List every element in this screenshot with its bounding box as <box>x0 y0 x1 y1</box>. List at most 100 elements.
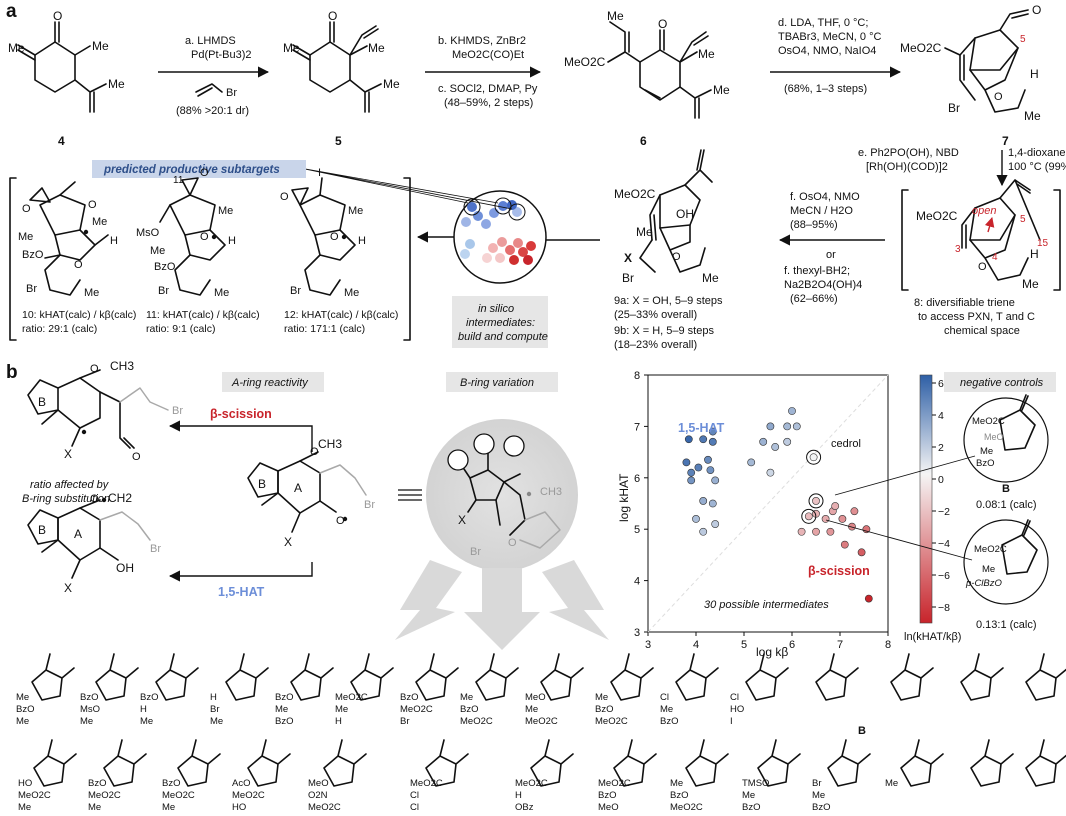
svg-text:H: H <box>1030 67 1039 81</box>
compound-5-label: 5 <box>335 134 342 148</box>
svg-text:Me: Me <box>108 77 125 91</box>
svg-text:CH3: CH3 <box>318 437 342 451</box>
x-tick-label: 4 <box>693 639 699 651</box>
library-ring-bonds <box>103 739 147 787</box>
compound-9b-label: 9b: X = H, 5–9 steps <box>614 325 714 337</box>
svg-text:Me: Me <box>1024 109 1041 123</box>
library-ring-bonds <box>95 653 139 701</box>
library-atom-label: MeO2C <box>88 790 121 801</box>
library-ring-bonds <box>155 653 199 701</box>
subtarget-11-label: 11: kHAT(calc) / kβ(calc) <box>146 309 260 321</box>
svg-text:X: X <box>284 535 292 549</box>
highlight-ring <box>801 508 817 524</box>
library-atom-label: MeO <box>598 802 619 813</box>
svg-text:Me: Me <box>698 47 715 61</box>
compound-5-structure: O Me Me Me <box>283 9 400 113</box>
svg-text:Me: Me <box>150 245 165 257</box>
library-ring-bonds <box>960 653 1004 701</box>
svg-text:CH3: CH3 <box>110 359 134 373</box>
negative-controls-label: negative controls <box>960 377 1044 389</box>
hat-product: O CH2 B A X OH Br <box>27 491 161 595</box>
library-ring-bonds <box>970 739 1014 787</box>
svg-text:Me: Me <box>982 564 995 575</box>
library-atom-label: Cl <box>730 692 739 703</box>
b-ring-title: B-ring variation <box>460 377 534 389</box>
library-ring-bonds <box>530 739 574 787</box>
library-compound <box>1025 739 1066 787</box>
library-compound <box>350 653 394 701</box>
callout-line-2 <box>825 519 973 561</box>
svg-text:Br: Br <box>290 285 301 297</box>
library-atom-label: MeO2C <box>595 716 628 727</box>
svg-text:A: A <box>294 481 302 495</box>
subtarget-11-ratio: ratio: 9:1 (calc) <box>146 323 215 335</box>
compound-8-label-2: to access PXN, T and C <box>918 311 1035 323</box>
data-point <box>826 527 835 536</box>
svg-text:Me: Me <box>383 77 400 91</box>
in-silico-box <box>452 296 548 348</box>
svg-text:O: O <box>508 537 517 549</box>
library-atom-label: BzO <box>812 802 830 813</box>
library-ring-bonds <box>33 739 77 787</box>
svg-text:B: B <box>38 523 46 537</box>
library-compound <box>290 653 334 701</box>
library-atom-label: H <box>140 704 147 715</box>
library-atom-label: MeO2C <box>308 802 341 813</box>
library-ring-bonds <box>827 739 871 787</box>
svg-text:a. LHMDS: a. LHMDS <box>185 35 236 47</box>
library-compound <box>827 739 871 787</box>
svg-text:O: O <box>90 493 99 505</box>
count-label: 30 possible intermediates <box>704 599 829 611</box>
panel-a-label: a <box>6 1 17 22</box>
library-atom-label: MeO2C <box>670 802 703 813</box>
library-ring-bonds <box>757 739 801 787</box>
x-tick-label: 8 <box>885 639 891 651</box>
svg-text:O: O <box>658 17 667 31</box>
library-compound <box>530 739 574 787</box>
data-point <box>711 520 720 528</box>
svg-text:O: O <box>200 167 209 179</box>
library-atom-label: Me <box>88 802 101 813</box>
library-ring-bonds <box>247 739 291 787</box>
svg-text:OH: OH <box>676 207 694 221</box>
svg-text:MeO2C: MeO2C <box>564 55 606 69</box>
library-compound <box>815 653 859 701</box>
callout-lines <box>299 167 513 210</box>
library-compound <box>103 739 147 787</box>
subtarget-10-ratio: ratio: 29:1 (calc) <box>22 323 97 335</box>
data-point <box>708 499 717 508</box>
library-compound <box>425 739 469 787</box>
library-atom-label: Me <box>140 716 153 727</box>
svg-text:I: I <box>318 167 321 179</box>
data-point <box>792 422 801 431</box>
data-point <box>812 527 820 536</box>
svg-text:Me: Me <box>636 225 653 239</box>
library-atom-label: BzO <box>16 704 34 715</box>
svg-text:Me: Me <box>1022 277 1039 291</box>
compound-9b-yield: (18–23% overall) <box>614 339 697 351</box>
compound-8-label-3: chemical space <box>944 325 1020 337</box>
svg-text:X: X <box>624 251 632 265</box>
svg-text:Me: Me <box>607 9 624 23</box>
svg-text:Br: Br <box>26 283 37 295</box>
svg-text:CH3: CH3 <box>540 486 562 498</box>
library-atom-label: Me <box>525 704 538 715</box>
library-ring-bonds <box>890 653 934 701</box>
svg-text:H: H <box>228 235 236 247</box>
library-ring-bonds <box>613 739 657 787</box>
library-ring-bonds <box>610 653 654 701</box>
library-atom-label: Me <box>80 716 93 727</box>
svg-text:(62–66%): (62–66%) <box>790 293 838 305</box>
cedrol-label: cedrol <box>831 438 861 450</box>
in-silico-dots <box>460 197 536 265</box>
library-atom-label: MeO2C <box>525 716 558 727</box>
library-atom-label: MeO2C <box>162 790 195 801</box>
svg-text:Br: Br <box>622 271 634 285</box>
library-ring-bonds <box>31 653 75 701</box>
svg-text:O: O <box>200 231 209 243</box>
subtargets-bracket-left <box>9 177 17 341</box>
svg-text:O: O <box>53 9 62 23</box>
library-atom-label: BzO <box>742 802 760 813</box>
colorbar-tick-label: −6 <box>938 570 950 582</box>
